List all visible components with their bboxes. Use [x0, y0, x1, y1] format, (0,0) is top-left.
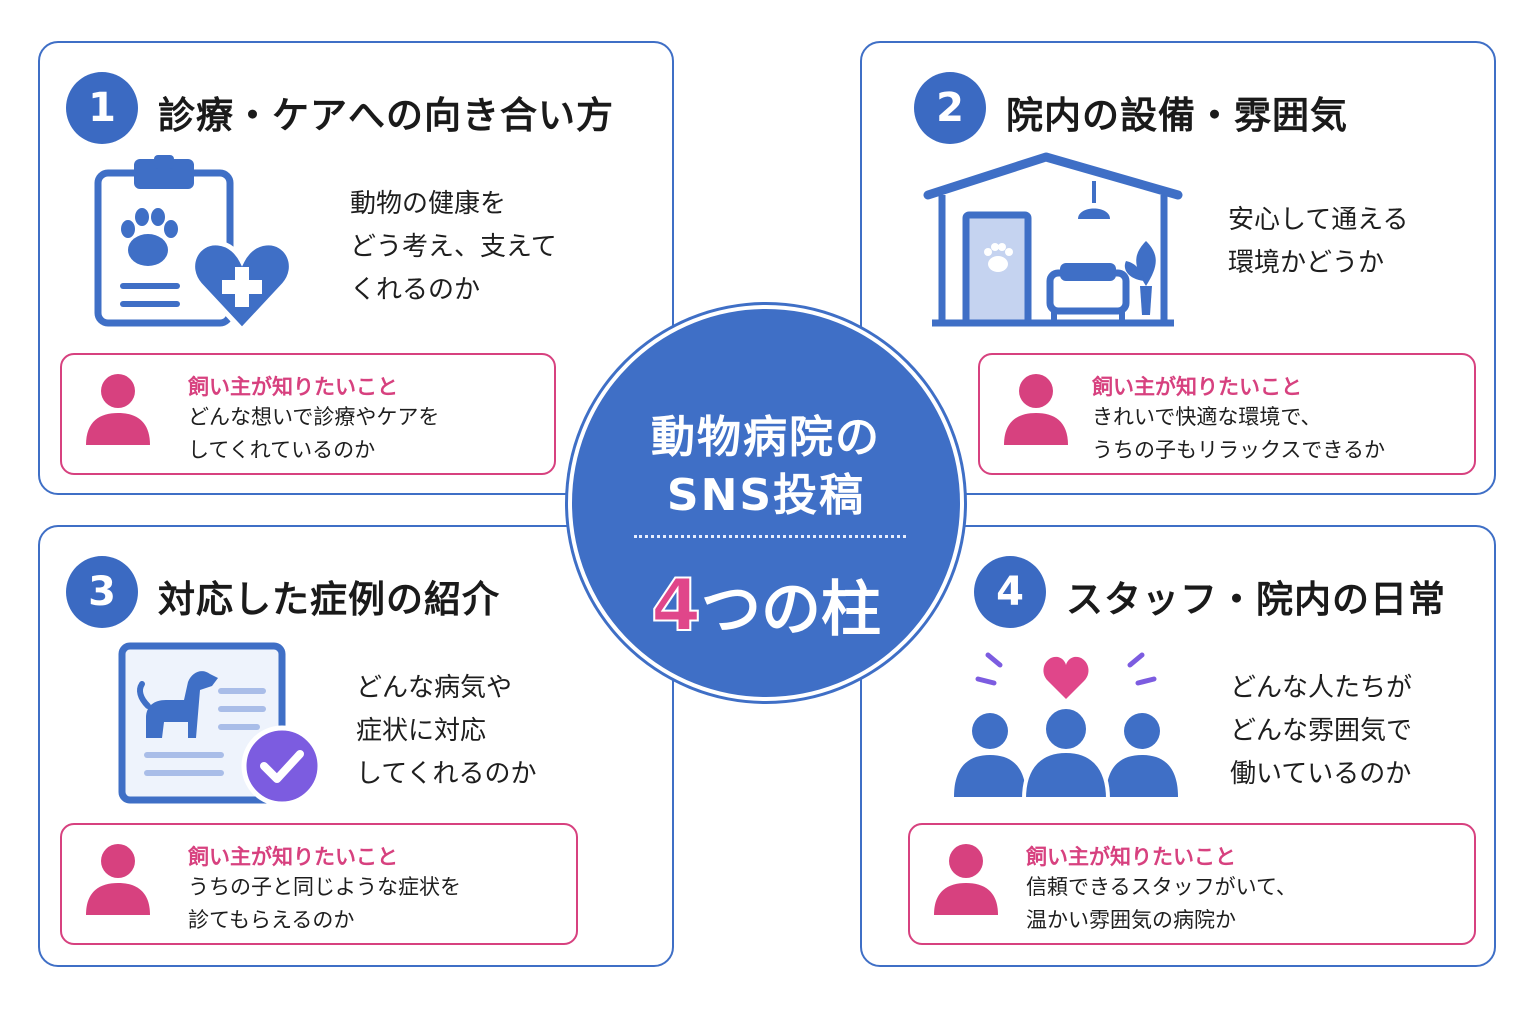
pillar-card-4: 4 スタッフ・院内の日常 どんな人たちが どんな雰囲気で 働いているのか 飼い主…	[860, 525, 1496, 967]
owner-need-text: 信頼できるスタッフがいて、 温かい雰囲気の病院か	[1026, 875, 1297, 932]
owner-need-heading: 飼い主が知りたいこと	[188, 845, 398, 869]
owner-need-heading: 飼い主が知りたいこと	[1092, 375, 1302, 399]
pillar-card-1: 1 診療・ケアへの向き合い方 動物の健康を どう考え、支えて くれるのか 飼い主…	[38, 41, 674, 495]
owner-need-box: 飼い主が知りたいこと うちの子と同じような症状を 診てもらえるのか	[60, 823, 578, 945]
clipboard-paw-heart-icon	[94, 155, 294, 330]
pillar-number-badge: 3	[66, 556, 138, 628]
pillar-number-badge: 2	[914, 72, 986, 144]
owner-person-icon	[1004, 374, 1068, 445]
pillar-description: 動物の健康を どう考え、支えて くれるのか	[350, 189, 557, 305]
hub-title-line1: 動物病院の	[651, 412, 881, 463]
pillar-title: 対応した症例の紹介	[158, 578, 500, 621]
clinic-interior-icon	[923, 152, 1183, 327]
owner-need-heading: 飼い主が知りたいこと	[188, 375, 398, 399]
hub-pillars-number: 4	[650, 562, 702, 648]
hub-pillars-label: 4つの柱	[572, 561, 960, 648]
pillar-description: どんな病気や 症状に対応 してくれるのか	[356, 673, 537, 789]
owner-need-box: 飼い主が知りたいこと どんな想いで診療やケアを してくれているのか	[60, 353, 556, 475]
owner-person-icon	[86, 844, 150, 915]
center-hub: 動物病院の SNS投稿 4つの柱	[568, 305, 964, 701]
staff-team-heart-icon	[954, 652, 1178, 801]
owner-person-icon	[86, 374, 150, 445]
pillar-card-3: 3 対応した症例の紹介 どんな病気や 症状に対応 してくれるのか 飼い主が知りた…	[38, 525, 674, 967]
pillar-description: どんな人たちが どんな雰囲気で 働いているのか	[1230, 673, 1413, 789]
owner-need-text: きれいで快適な環境で、 うちの子もリラックスできるか	[1092, 405, 1385, 462]
owner-need-box: 飼い主が知りたいこと きれいで快適な環境で、 うちの子もリラックスできるか	[978, 353, 1476, 475]
pillar-description: 安心して通える 環境かどうか	[1228, 205, 1409, 278]
owner-need-text: うちの子と同じような症状を 診てもらえるのか	[188, 875, 461, 932]
hub-pillars-text: つの柱	[701, 575, 882, 645]
owner-person-icon	[934, 844, 998, 915]
pillar-title: スタッフ・院内の日常	[1066, 578, 1446, 621]
pillar-number-badge: 1	[66, 72, 138, 144]
pillar-card-2: 2 院内の設備・雰囲気 安心して通える 環境かどうか 飼い主が知りたいこと きれ…	[860, 41, 1496, 495]
owner-need-box: 飼い主が知りたいこと 信頼できるスタッフがいて、 温かい雰囲気の病院か	[908, 823, 1476, 945]
pillar-title: 院内の設備・雰囲気	[1006, 94, 1348, 137]
hub-dotted-divider	[634, 535, 906, 538]
owner-need-heading: 飼い主が知りたいこと	[1026, 845, 1236, 869]
owner-need-text: どんな想いで診療やケアを してくれているのか	[188, 405, 440, 462]
pillar-number-badge: 4	[974, 556, 1046, 628]
hub-title-line2: SNS投稿	[666, 470, 866, 521]
pillar-title: 診療・ケアへの向き合い方	[158, 94, 614, 137]
case-record-dog-check-icon	[118, 642, 323, 806]
